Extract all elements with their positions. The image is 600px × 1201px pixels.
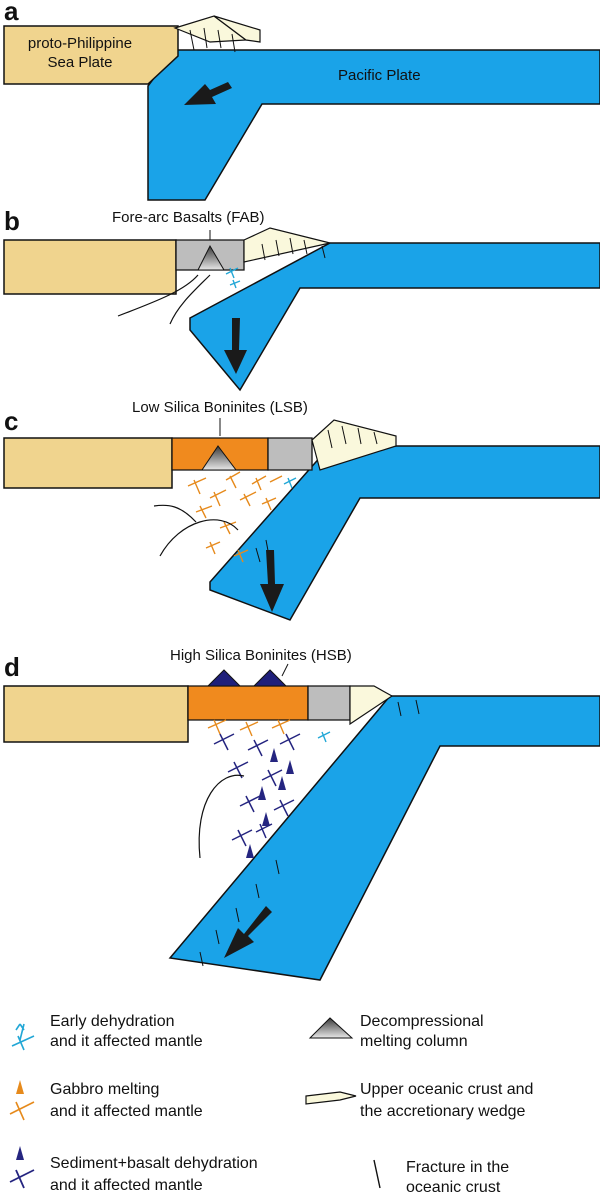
panel-d-letter: d <box>4 652 20 682</box>
panel-a: a proto-Philippine Sea Plate Pacific Pla… <box>3 0 600 201</box>
fracture-marks <box>199 699 420 967</box>
accretionary-wedge <box>349 685 394 726</box>
accretionary-wedge <box>311 419 397 471</box>
fracture-tick-icon <box>373 1159 381 1189</box>
ppsp-plate <box>3 685 189 743</box>
legend: Early dehydration and it affected mantle… <box>9 1013 533 1196</box>
ppsp-plate <box>3 239 177 295</box>
legend-gabbro-line2: and it affected mantle <box>50 1103 203 1120</box>
legend-upper-crust-wedge: Upper oceanic crust and the accretionary… <box>305 1081 533 1120</box>
legend-wedge-line2: the accretionary wedge <box>360 1103 526 1120</box>
legend-sediment-line1: Sediment+basalt dehydration <box>50 1155 258 1172</box>
mantle-flow-arrow <box>169 274 211 325</box>
legend-fracture-line1: Fracture in the <box>406 1159 509 1176</box>
hsb-volcano <box>252 669 288 687</box>
legend-early-line1: Early dehydration <box>50 1013 175 1030</box>
hsb-label: High Silica Boninites (HSB) <box>170 647 352 664</box>
gabbro-symbol-icon <box>9 1101 35 1121</box>
gabbro-arrow-icon <box>16 1080 24 1094</box>
fracture-marks <box>261 237 326 261</box>
legend-sediment-line2: and it affected mantle <box>50 1177 203 1194</box>
mantle-flow-arrow <box>198 774 245 859</box>
melting-column-icon <box>308 1017 354 1039</box>
motion-arrow-icon <box>184 82 232 105</box>
pacific-plate <box>147 49 600 201</box>
sediment-dehydration-symbols <box>213 733 301 847</box>
ppsp-label-line1: proto-Philippine <box>28 35 132 52</box>
sediment-symbol-icon <box>9 1169 35 1189</box>
legend-wedge-line1: Upper oceanic crust and <box>360 1081 533 1098</box>
hsb-pointer <box>281 663 289 677</box>
legend-early-dehydration: Early dehydration and it affected mantle <box>11 1013 203 1051</box>
mantle-flow-arrow <box>117 274 199 317</box>
melting-column-icon <box>197 244 225 271</box>
gabbro-melting-symbols <box>207 719 291 737</box>
legend-early-line2: and it affected mantle <box>50 1033 203 1050</box>
pacific-plate-label: Pacific Plate <box>338 67 421 84</box>
panel-c-letter: c <box>4 406 18 436</box>
panel-b: b Fore-arc Basalts (FAB) <box>3 206 600 392</box>
early-dehydration-symbols <box>283 477 297 489</box>
early-dehydration-symbol-icon <box>11 1023 35 1051</box>
panel-d: d High Silica Boninites (HSB) <box>3 647 600 981</box>
gabbro-melting-symbols <box>187 471 283 563</box>
panel-a-letter: a <box>4 0 19 26</box>
mantle-flow-arrow <box>153 504 197 523</box>
ppsp-label-line2: Sea Plate <box>47 54 112 71</box>
ppsp-plate <box>3 25 179 85</box>
mantle-flow-arrow <box>159 519 239 557</box>
fab-remnant-zone <box>307 685 351 721</box>
fab-remnant-zone <box>267 437 313 471</box>
hsb-melting-zone <box>187 685 309 721</box>
legend-gabbro-melting: Gabbro melting and it affected mantle <box>9 1080 203 1121</box>
legend-decompressional-melting: Decompressional melting column <box>308 1013 484 1050</box>
panel-b-letter: b <box>4 206 20 236</box>
hsb-volcano <box>206 669 242 687</box>
early-dehydration-symbols <box>317 731 331 743</box>
legend-melting-line1: Decompressional <box>360 1013 484 1030</box>
legend-sediment-basalt: Sediment+basalt dehydration and it affec… <box>9 1146 258 1194</box>
legend-melting-line2: melting column <box>360 1033 468 1050</box>
sediment-dehydration-arrows <box>246 748 294 858</box>
motion-arrow-icon <box>224 318 247 374</box>
fracture-marks <box>255 425 378 563</box>
pacific-plate <box>189 242 600 392</box>
legend-fracture-line2: oceanic crust <box>406 1179 501 1196</box>
accretionary-wedge <box>243 227 331 263</box>
fab-label: Fore-arc Basalts (FAB) <box>112 209 265 226</box>
upper-crust-sliver <box>213 15 261 43</box>
sediment-arrow-icon <box>16 1146 24 1160</box>
legend-gabbro-line1: Gabbro melting <box>50 1081 159 1098</box>
wedge-icon <box>305 1091 357 1105</box>
motion-arrow-icon <box>260 550 284 612</box>
lsb-label: Low Silica Boninites (LSB) <box>132 399 308 416</box>
motion-arrow-icon <box>224 906 272 958</box>
ppsp-plate <box>3 437 173 489</box>
legend-fracture: Fracture in the oceanic crust <box>373 1159 509 1196</box>
early-dehydration-symbols <box>225 267 241 289</box>
melting-column-icon <box>201 445 237 471</box>
fracture-marks <box>189 27 236 53</box>
panel-c: c Low Silica Boninites (LSB) <box>3 399 600 621</box>
